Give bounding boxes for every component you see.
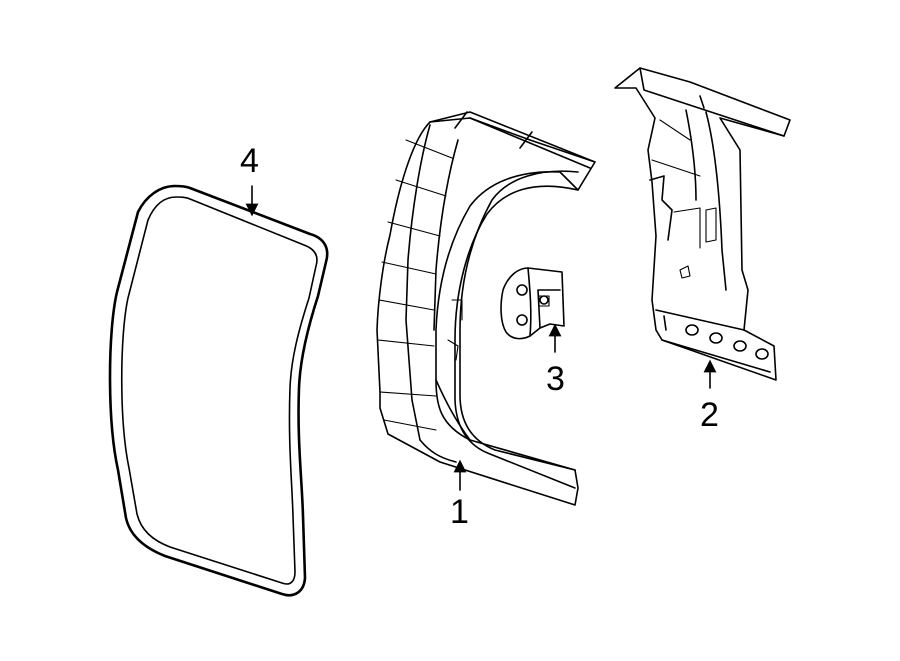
callout-3: 3 xyxy=(546,360,565,398)
part-2-pillar-panel xyxy=(614,67,791,381)
part-1-door-frame xyxy=(376,111,596,506)
callout-2: 2 xyxy=(700,396,719,434)
callout-4: 4 xyxy=(240,142,259,180)
callout-1: 1 xyxy=(450,493,469,531)
part-3-hinge-bracket xyxy=(500,267,565,340)
part-4-weatherstrip xyxy=(108,184,329,597)
